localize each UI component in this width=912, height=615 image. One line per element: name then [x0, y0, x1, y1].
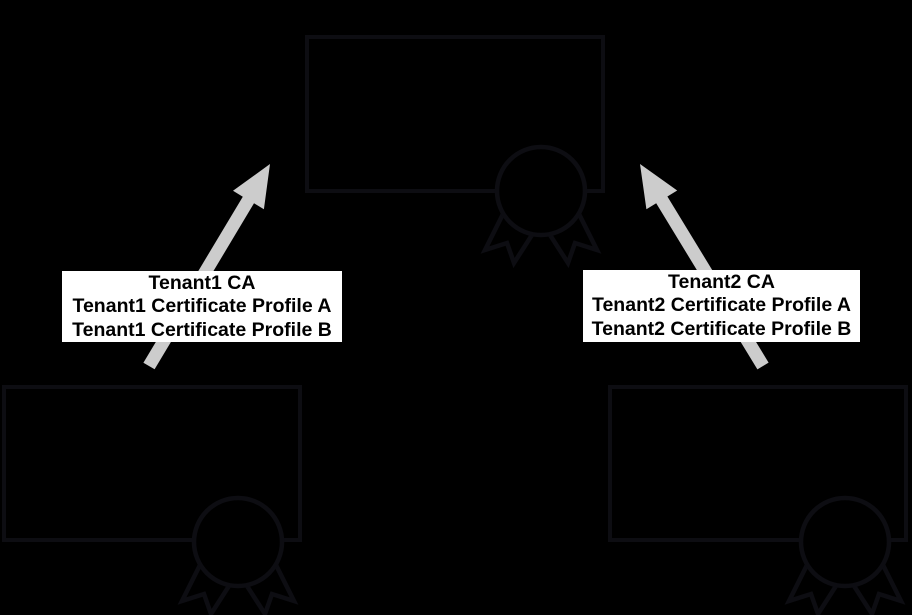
- certificate-seal-icon: [785, 497, 905, 615]
- tenant1-certificate-box: [2, 385, 302, 542]
- label-line: Tenant1 CA: [148, 272, 256, 294]
- label-line: Tenant2 CA: [668, 271, 775, 293]
- label-line: Tenant2 Certificate Profile A: [592, 294, 851, 317]
- tenant1-label: Tenant1 CA Tenant1 Certificate Profile A…: [62, 271, 342, 342]
- label-line: Tenant2 Certificate Profile B: [591, 317, 852, 340]
- tenant2-certificate-box: [608, 385, 908, 542]
- label-line: Tenant1 Certificate Profile B: [72, 318, 332, 341]
- tenant2-label: Tenant2 CA Tenant2 Certificate Profile A…: [583, 270, 860, 342]
- certificate-seal-icon: [178, 497, 298, 615]
- certificate-seal-icon: [481, 146, 601, 268]
- root-certificate-box: [305, 35, 605, 193]
- label-line: Tenant1 Certificate Profile A: [72, 295, 332, 318]
